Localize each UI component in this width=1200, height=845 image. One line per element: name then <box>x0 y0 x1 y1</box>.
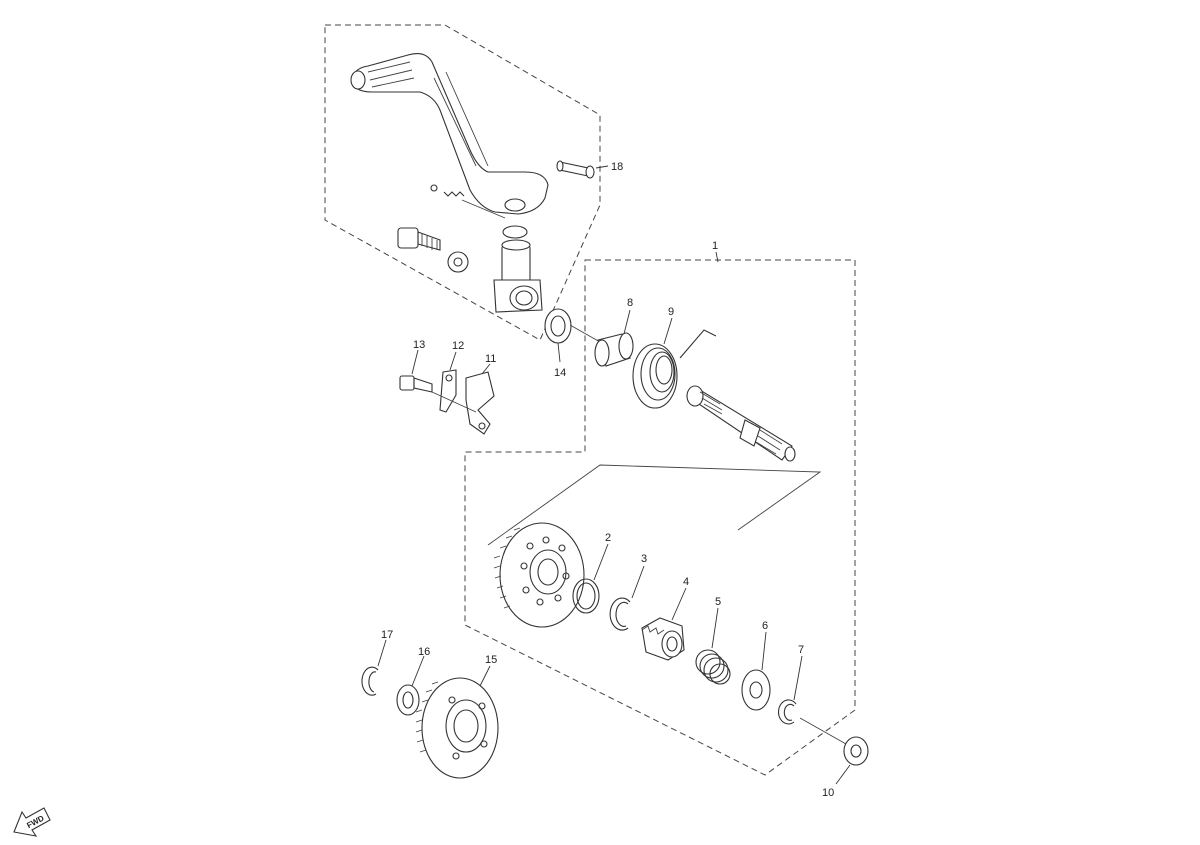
callout-1-leader <box>715 251 719 263</box>
circlip-part-3 <box>609 565 645 631</box>
callout-15: 15 <box>485 654 497 666</box>
washer-part-10 <box>835 736 869 785</box>
kick-shaft-assembly-boundary <box>464 259 856 776</box>
fwd-indicator: FWD <box>13 807 51 837</box>
ratchet-part-4 <box>641 587 687 661</box>
bolt-part-18 <box>556 160 609 179</box>
callout-18: 18 <box>611 161 623 173</box>
callout-3: 3 <box>641 553 647 565</box>
collar-part-8 <box>594 309 634 367</box>
callout-13: 13 <box>413 339 425 351</box>
spring-part-5 <box>695 607 731 685</box>
plate-part-12 <box>439 351 457 413</box>
callout-1: 1 <box>712 240 718 252</box>
oil-seal-part-14 <box>544 308 572 363</box>
guide-link-line <box>431 391 477 413</box>
shaft-axis-line <box>569 324 601 343</box>
bolt-part-13 <box>399 349 433 393</box>
callout-7: 7 <box>798 644 804 656</box>
washer-10-axis-line <box>799 717 847 745</box>
circlip-part-17 <box>361 639 387 696</box>
o-ring <box>502 225 528 239</box>
callout-12: 12 <box>452 340 464 352</box>
washer-hole <box>453 257 463 267</box>
washer-part-6 <box>741 631 771 711</box>
kick-lever-group-boundary <box>324 24 601 341</box>
kick-shaft <box>686 385 796 462</box>
callout-8: 8 <box>627 297 633 309</box>
forward-arrow-icon <box>13 807 51 837</box>
kick-boss <box>493 239 543 313</box>
callout-17: 17 <box>381 629 393 641</box>
circlip-part-7 <box>777 655 803 725</box>
callout-11: 11 <box>485 353 496 365</box>
kick-bolt <box>397 227 441 251</box>
assembly-link-line <box>487 464 822 546</box>
washer <box>447 251 469 273</box>
callout-16: 16 <box>418 646 430 658</box>
washer-part-16 <box>396 655 425 716</box>
kick-lever <box>350 53 549 215</box>
callout-2: 2 <box>605 532 611 544</box>
washer-part-2 <box>572 543 609 614</box>
ratchet-guide-part-11 <box>465 363 495 435</box>
callout-6: 6 <box>762 620 768 632</box>
idle-gear-part-15 <box>415 665 499 779</box>
torsion-spring-part-9 <box>632 317 717 409</box>
callout-10: 10 <box>822 787 834 799</box>
callout-5: 5 <box>715 596 721 608</box>
callout-14: 14 <box>554 367 566 379</box>
callout-9: 9 <box>668 306 674 318</box>
callout-4: 4 <box>683 576 689 588</box>
kick-gear <box>493 522 585 628</box>
ball-and-spring <box>430 184 506 219</box>
